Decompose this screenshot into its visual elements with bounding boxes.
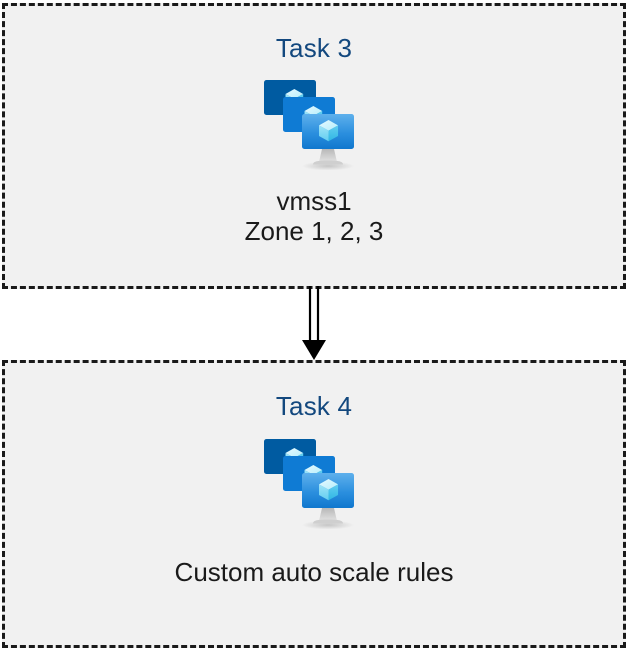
task-node-task-3[interactable]: Task 3	[2, 3, 626, 289]
task-3-caption-line-1: vmss1	[276, 186, 352, 216]
task-4-caption-line-1: Custom auto scale rules	[174, 557, 454, 587]
task-3-title: Task 3	[275, 33, 353, 63]
task-4-title: Task 4	[275, 391, 353, 421]
azure-vm-scale-set-icon	[261, 78, 371, 170]
azure-vm-scale-set-icon	[261, 437, 371, 529]
task-3-caption-line-2: Zone 1, 2, 3	[244, 216, 384, 246]
task-node-task-4[interactable]: Task 4	[2, 360, 626, 648]
connector-task3-to-task4	[297, 286, 331, 362]
